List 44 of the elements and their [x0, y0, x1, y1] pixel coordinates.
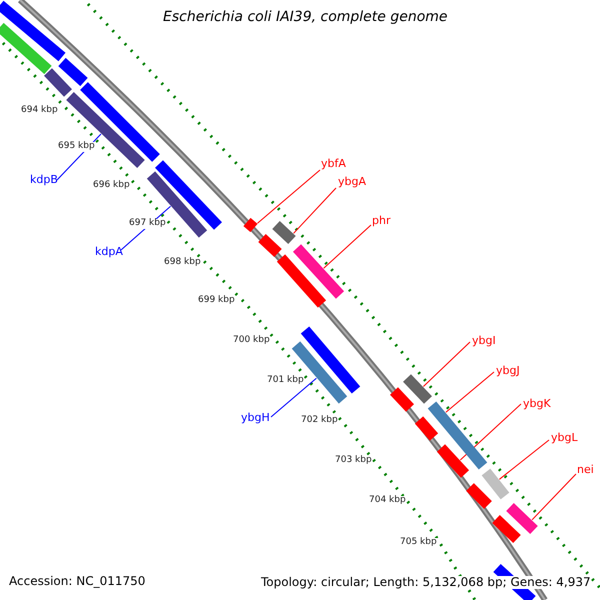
leader-line: [460, 404, 522, 460]
leader-line: [257, 170, 320, 224]
gene-label: nei: [577, 464, 594, 476]
scale-label: 694 kbp: [21, 106, 58, 116]
scale-label: 699 kbp: [198, 296, 235, 306]
map-title: Escherichia coli IAI39, complete genome: [163, 10, 448, 26]
gene-label: ybgA: [338, 176, 366, 188]
scale-label: 698 kbp: [164, 258, 201, 268]
gene-label: kdpA: [95, 246, 123, 258]
scale-label: 702 kbp: [301, 416, 338, 426]
gene-label: kdpB: [30, 174, 58, 186]
leader-line: [498, 440, 550, 480]
scale-label: 704 kbp: [369, 496, 406, 506]
scale-label: 705 kbp: [400, 538, 437, 548]
gene-bar: [243, 218, 258, 232]
gene-label: ybgL: [551, 432, 578, 444]
gene-bar: [436, 444, 470, 478]
scale-label: 703 kbp: [335, 456, 372, 466]
gene-bar: [272, 221, 296, 244]
leader-line: [293, 188, 336, 234]
gene-bar: [146, 171, 208, 238]
leader-line: [323, 224, 372, 269]
scale-label: 697 kbp: [129, 219, 166, 229]
leader-line: [270, 378, 317, 418]
gene-bar: [403, 374, 432, 404]
gene-label: phr: [372, 215, 390, 228]
gene-bar: [292, 244, 344, 299]
leader-line: [422, 342, 470, 387]
gene-label: ybgI: [472, 335, 496, 348]
footer-text: Accession: NC_011750: [9, 575, 146, 588]
leader-line: [445, 372, 494, 413]
gene-label: ybgJ: [496, 365, 520, 378]
gene-bar: [428, 401, 488, 470]
gene-label: ybfA: [321, 158, 346, 170]
footer-text: Topology: circular; Length: 5,132,068 bp; Genes: 4,937: [261, 576, 591, 590]
gene-label: ybgH: [241, 412, 270, 424]
scale-label: 695 kbp: [58, 142, 95, 152]
scale-label: 696 kbp: [93, 181, 130, 191]
leader-line: [532, 474, 576, 520]
gene-label: ybgK: [523, 398, 551, 410]
scale-label: 701 kbp: [267, 376, 304, 386]
gene-bar: [506, 503, 538, 534]
gene-bar: [482, 468, 510, 500]
scale-label: 700 kbp: [233, 336, 270, 346]
